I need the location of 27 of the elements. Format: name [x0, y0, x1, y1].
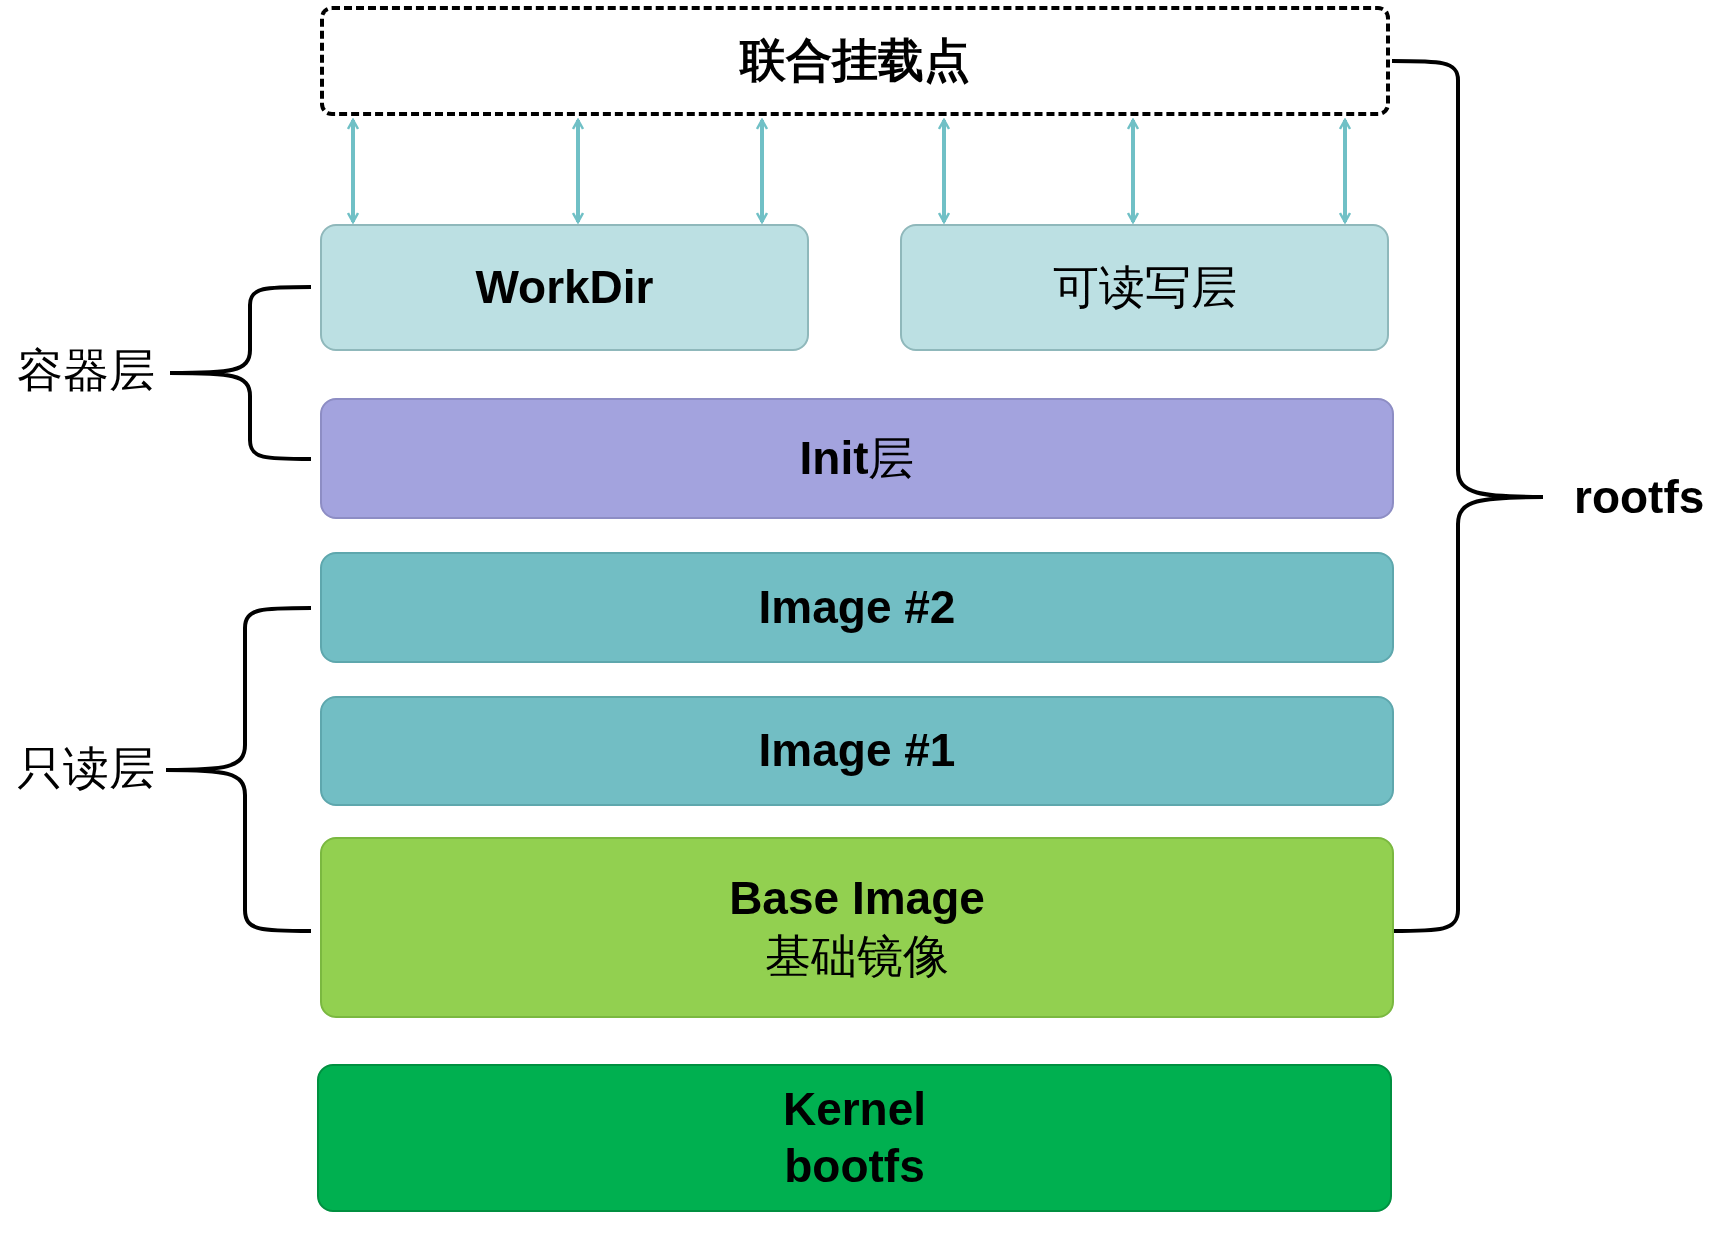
bracket-label: rootfs	[1574, 470, 1705, 524]
double-arrow	[1126, 118, 1140, 224]
layer-box	[320, 224, 809, 351]
mount-point-box	[320, 6, 1390, 116]
mount-point-title: 联合挂载点	[740, 34, 970, 89]
bracket-label: 容器层	[17, 344, 155, 398]
layer-description: 基础镜像	[765, 928, 949, 984]
layer-title: Base Image	[729, 871, 985, 926]
layer-title: Init层	[799, 430, 915, 486]
layer-title: 可读写层	[1052, 259, 1237, 315]
layer-subtitle: bootfs	[784, 1139, 925, 1194]
double-arrow	[1338, 118, 1352, 224]
layer-title: Image #1	[758, 723, 956, 779]
layer-title: WorkDir	[475, 259, 654, 315]
bracket-label: 只读层	[17, 742, 155, 796]
double-arrow	[346, 118, 360, 224]
double-arrow	[571, 118, 585, 224]
layer-title: Kernel	[782, 1081, 927, 1137]
layer-box	[320, 552, 1394, 663]
layer-box	[320, 398, 1394, 519]
layer-box	[320, 837, 1394, 1018]
layer-title: Image #2	[758, 579, 956, 635]
double-arrow	[755, 118, 769, 224]
layer-box	[320, 696, 1394, 806]
layer-box	[317, 1064, 1392, 1212]
layer-box	[900, 224, 1389, 351]
double-arrow	[937, 118, 951, 224]
